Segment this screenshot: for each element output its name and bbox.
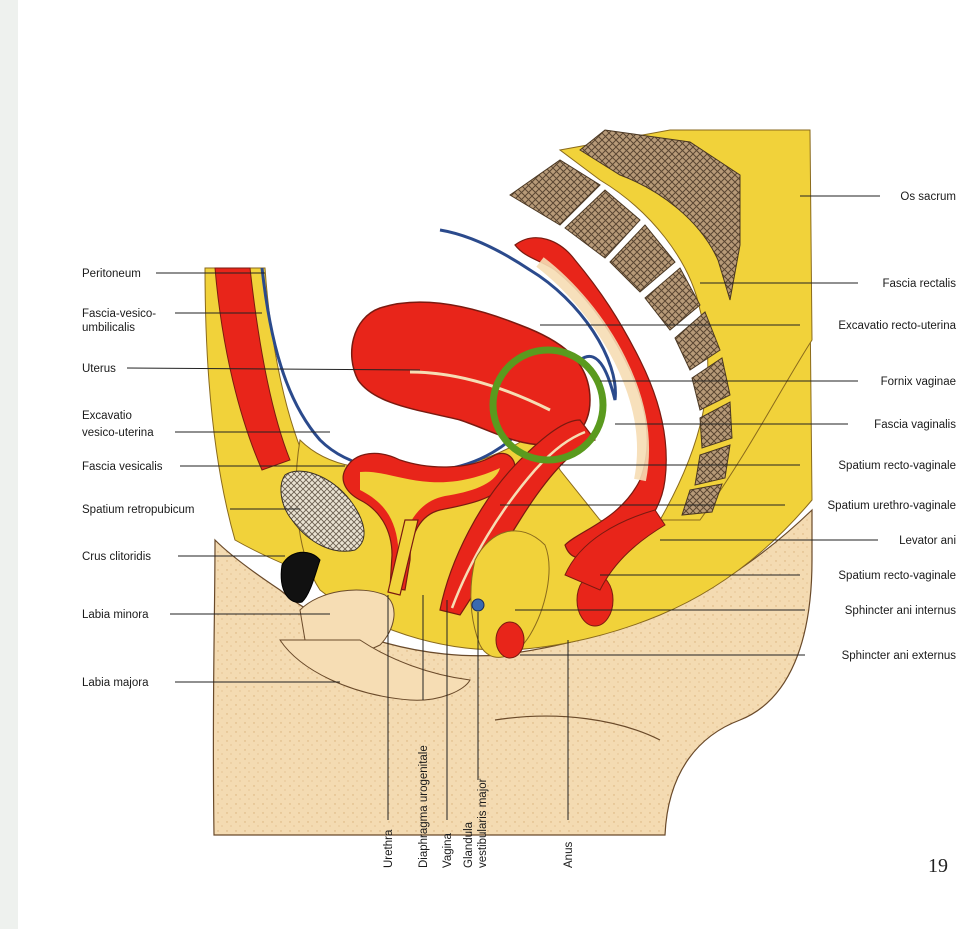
label-excavatio-recto-uterina: Excavatio recto-uterina [838, 320, 956, 332]
label-glandula-2: vestibularis major [477, 778, 489, 868]
uterus [350, 301, 591, 446]
label-fascia-vaginalis: Fascia vaginalis [874, 419, 956, 431]
label-crus-clitoridis: Crus clitoridis [82, 551, 151, 563]
page-number: 19 [928, 855, 948, 877]
label-fascia-vesico-umbilicalis-1: Fascia-vesico- [82, 308, 156, 320]
labels-right: Os sacrum Fascia rectalis Excavatio rect… [828, 191, 957, 662]
label-uterus: Uterus [82, 363, 116, 375]
label-excavatio-vesico-uterina-2: vesico-uterina [82, 427, 154, 439]
label-fornix-vaginae: Fornix vaginae [881, 376, 956, 388]
highlight-circle [489, 346, 607, 464]
rectal-lumen [536, 257, 650, 482]
label-anus: Anus [563, 842, 575, 868]
labels-left: Peritoneum Fascia-vesico- umbilicalis Ut… [82, 268, 195, 689]
label-fascia-vesicalis: Fascia vesicalis [82, 461, 163, 473]
label-fascia-rectalis: Fascia rectalis [883, 278, 957, 290]
urethra-tube [387, 519, 419, 596]
labels-bottom: Urethra Diaphragma urogenitale Vagina Gl… [383, 745, 575, 868]
page-margin [0, 0, 18, 929]
bladder-lumen [360, 468, 500, 580]
label-excavatio-vesico-uterina-1: Excavatio [82, 410, 132, 422]
label-labia-minora: Labia minora [82, 609, 149, 621]
label-peritoneum: Peritoneum [82, 268, 141, 280]
label-os-sacrum: Os sacrum [900, 191, 956, 203]
label-sphincter-ani-internus: Sphincter ani internus [845, 605, 956, 617]
os-sacrum-bone [579, 129, 741, 301]
vaginal-lumen [450, 430, 586, 609]
crus-clitoridis [280, 551, 321, 603]
sacral-fat [558, 129, 813, 521]
leader-lines-bottom [387, 595, 569, 820]
label-spatium-recto-vaginale-2: Spatium recto-vaginale [838, 570, 956, 582]
label-fascia-vesico-umbilicalis-2: umbilicalis [82, 322, 135, 334]
sacral-vertebrae [509, 159, 733, 516]
label-spatium-recto-vaginale-1: Spatium recto-vaginale [838, 460, 956, 472]
levator-ani-muscle [564, 509, 666, 591]
buttock-fold [494, 715, 661, 741]
label-spatium-urethro-vaginale: Spatium urethro-vaginale [828, 500, 957, 512]
leader-lines-right [500, 195, 880, 656]
label-urethra: Urethra [383, 829, 395, 868]
leader-lines-left [126, 272, 421, 683]
glandula-vestibularis [471, 598, 485, 612]
label-diaphragma-urogenitale: Diaphragma urogenitale [418, 745, 430, 868]
label-sphincter-ani-externus: Sphincter ani externus [842, 650, 957, 662]
label-levator-ani: Levator ani [899, 535, 956, 547]
anal-canal [470, 530, 550, 658]
sphincter-ani-internus-muscle [495, 621, 525, 659]
label-glandula-1: Glandula [463, 821, 475, 868]
label-vagina: Vagina [442, 832, 454, 868]
uterine-cavity [409, 370, 551, 412]
label-labia-majora: Labia majora [82, 677, 149, 689]
label-spatium-retropubicum: Spatium retropubicum [82, 504, 195, 516]
